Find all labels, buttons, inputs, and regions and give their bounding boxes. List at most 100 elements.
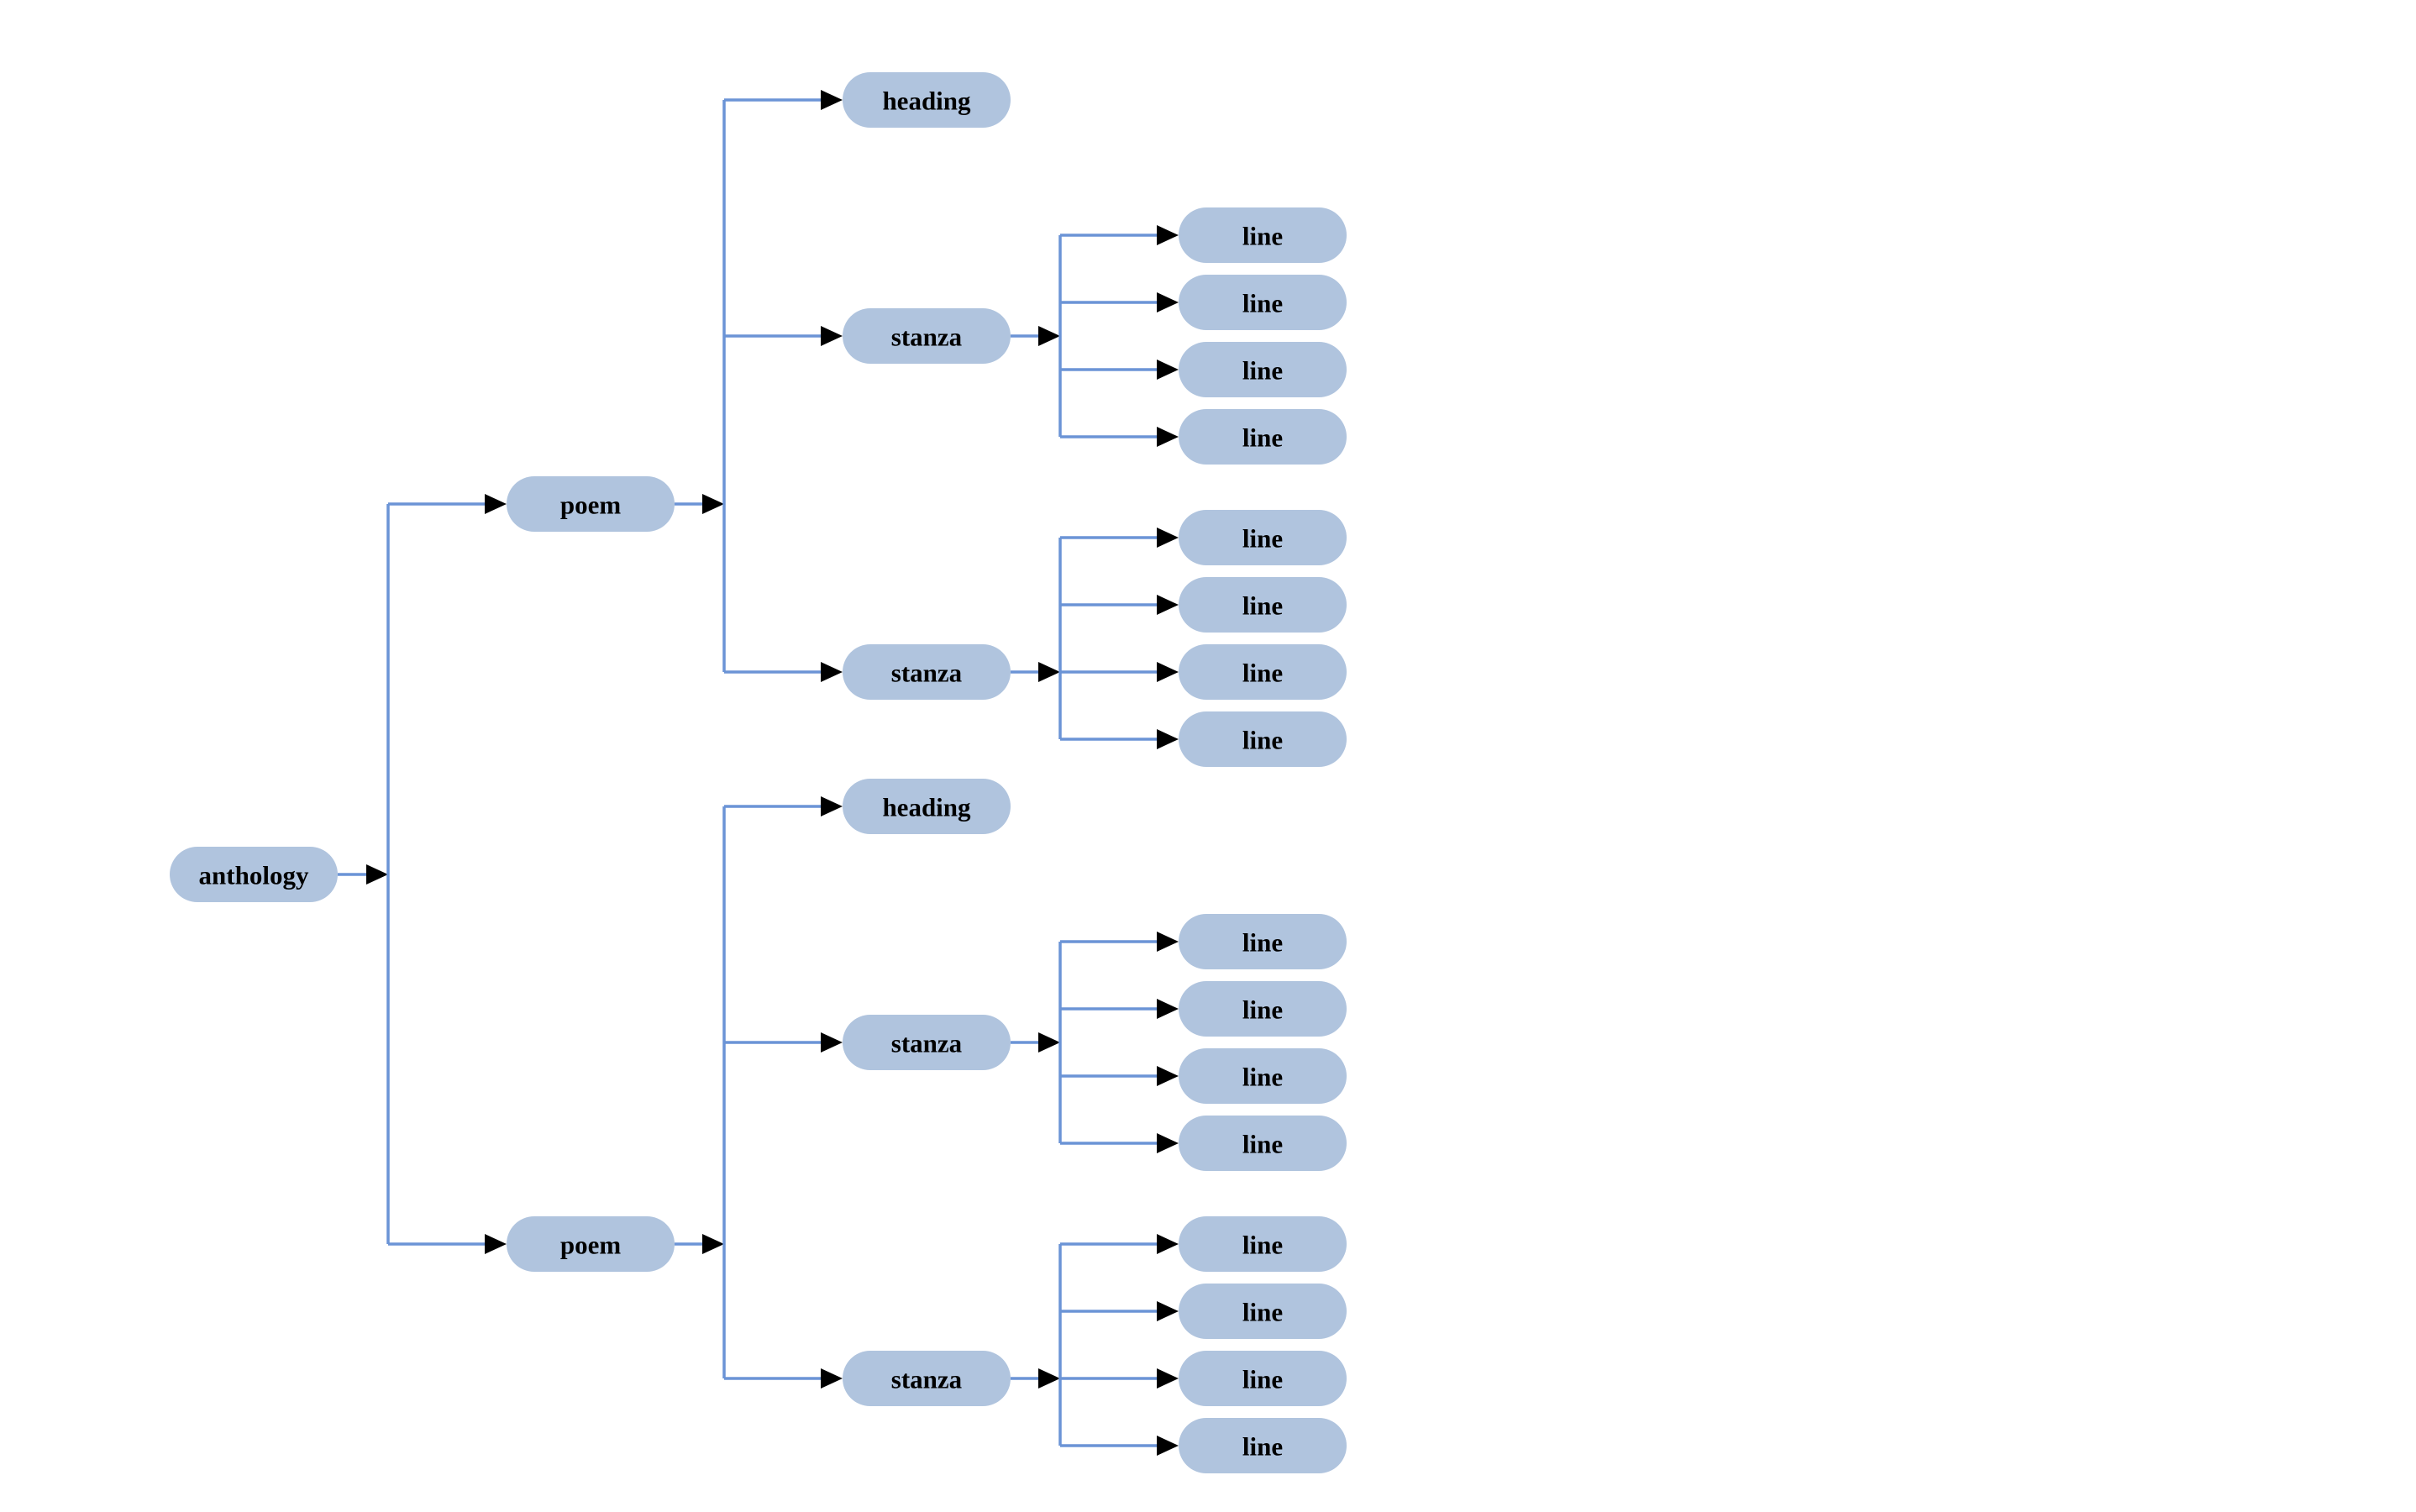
node-label: line <box>1242 928 1283 958</box>
node-label: line <box>1242 1063 1283 1092</box>
arrowhead-icon <box>1157 1301 1179 1321</box>
node-label: line <box>1242 1130 1283 1159</box>
node-pill <box>843 72 1011 128</box>
node-label: heading <box>882 87 971 116</box>
node-label: line <box>1242 356 1283 386</box>
node-pill <box>1179 577 1347 633</box>
tree-node-stanza: stanza <box>843 644 1011 700</box>
node-label: stanza <box>891 323 963 352</box>
arrowhead-icon <box>1157 1066 1179 1086</box>
tree-node-line: line <box>1179 342 1347 397</box>
arrowhead-icon <box>1038 1032 1060 1053</box>
arrowhead-icon <box>1157 729 1179 749</box>
arrowhead-icon <box>1157 1133 1179 1153</box>
node-label: line <box>1242 659 1283 688</box>
tree-node-stanza: stanza <box>843 1015 1011 1070</box>
node-pill <box>843 1015 1011 1070</box>
arrowhead-icon <box>1157 999 1179 1019</box>
node-pill <box>1179 644 1347 700</box>
tree-node-stanza: stanza <box>843 1351 1011 1406</box>
arrowhead-icon <box>1157 225 1179 245</box>
node-label: line <box>1242 1298 1283 1327</box>
tree-node-heading: heading <box>843 779 1011 834</box>
node-pill <box>1179 409 1347 465</box>
node-pill <box>843 644 1011 700</box>
arrowhead-icon <box>1157 1234 1179 1254</box>
tree-node-line: line <box>1179 1116 1347 1171</box>
node-pill <box>1179 711 1347 767</box>
node-pill <box>170 847 338 902</box>
tree-node-stanza: stanza <box>843 308 1011 364</box>
node-label: line <box>1242 423 1283 453</box>
node-label: line <box>1242 995 1283 1025</box>
tree-node-line: line <box>1179 1284 1347 1339</box>
arrowhead-icon <box>1157 1368 1179 1389</box>
tree-node-line: line <box>1179 1048 1347 1104</box>
node-label: line <box>1242 222 1283 251</box>
tree-node-heading: heading <box>843 72 1011 128</box>
arrowhead-icon <box>1157 932 1179 952</box>
tree-node-poem: poem <box>507 1216 675 1272</box>
arrowhead-icon <box>702 494 724 514</box>
node-label: line <box>1242 726 1283 755</box>
arrowhead-icon <box>1038 1368 1060 1389</box>
node-pill <box>1179 1116 1347 1171</box>
arrowhead-icon <box>1157 292 1179 312</box>
tree-node-line: line <box>1179 275 1347 330</box>
tree-node-line: line <box>1179 577 1347 633</box>
node-label: line <box>1242 1365 1283 1394</box>
arrowhead-icon <box>821 1032 843 1053</box>
node-pill <box>1179 275 1347 330</box>
arrowhead-icon <box>1157 427 1179 447</box>
node-pill <box>843 779 1011 834</box>
node-label: poem <box>560 491 622 520</box>
tree-node-anthology: anthology <box>170 847 338 902</box>
node-pill <box>1179 914 1347 969</box>
node-pill <box>1179 510 1347 565</box>
tree-node-line: line <box>1179 1216 1347 1272</box>
arrowhead-icon <box>821 1368 843 1389</box>
node-label: poem <box>560 1231 622 1260</box>
node-label: stanza <box>891 659 963 688</box>
arrowhead-icon <box>1038 326 1060 346</box>
arrowhead-icon <box>1038 662 1060 682</box>
node-label: line <box>1242 524 1283 554</box>
node-pill <box>507 1216 675 1272</box>
arrowhead-icon <box>1157 662 1179 682</box>
arrowhead-icon <box>1157 595 1179 615</box>
node-pill <box>843 1351 1011 1406</box>
arrowhead-icon <box>485 1234 507 1254</box>
tree-node-line: line <box>1179 914 1347 969</box>
tree-node-line: line <box>1179 207 1347 263</box>
arrowhead-icon <box>366 864 388 885</box>
arrowhead-icon <box>702 1234 724 1254</box>
tree-node-line: line <box>1179 644 1347 700</box>
tree-node-line: line <box>1179 1418 1347 1473</box>
arrowhead-icon <box>485 494 507 514</box>
tree-node-line: line <box>1179 1351 1347 1406</box>
node-pill <box>1179 1351 1347 1406</box>
node-label: line <box>1242 1432 1283 1462</box>
arrowhead-icon <box>1157 360 1179 380</box>
node-pill <box>1179 1048 1347 1104</box>
node-pill <box>1179 207 1347 263</box>
node-label: line <box>1242 591 1283 621</box>
arrowhead-icon <box>821 796 843 816</box>
arrowhead-icon <box>1157 1436 1179 1456</box>
tree-node-line: line <box>1179 981 1347 1037</box>
arrowhead-icon <box>821 662 843 682</box>
node-pill <box>507 476 675 532</box>
node-label: heading <box>882 793 971 822</box>
tree-node-line: line <box>1179 711 1347 767</box>
node-pill <box>1179 1284 1347 1339</box>
node-label: anthology <box>199 861 309 890</box>
tree-node-poem: poem <box>507 476 675 532</box>
node-label: line <box>1242 1231 1283 1260</box>
tree-node-line: line <box>1179 510 1347 565</box>
node-pill <box>1179 342 1347 397</box>
node-label: stanza <box>891 1029 963 1058</box>
node-pill <box>1179 1216 1347 1272</box>
arrowhead-icon <box>1157 528 1179 548</box>
